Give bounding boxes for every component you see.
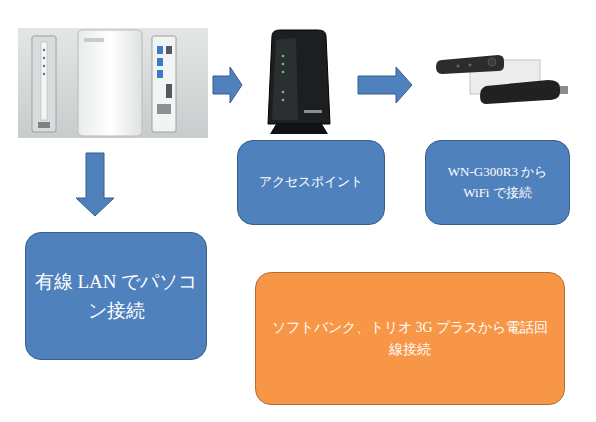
- note-box: ソフトバンク、トリオ 3G プラスから電話回 線接続: [255, 272, 565, 405]
- label-box: WN-G300R3 から WiFi で接続: [425, 140, 570, 225]
- router-photo: [268, 30, 330, 134]
- label-box: アクセスポイント: [237, 140, 385, 225]
- box-text: WN-G300R3 から WiFi で接続: [439, 162, 557, 202]
- box-text: ソフトバンク、トリオ 3G プラスから電話回 線接続: [264, 317, 556, 360]
- block-arrow: [213, 67, 242, 103]
- block-arrow: [358, 67, 412, 103]
- box-text: アクセスポイント: [259, 172, 363, 192]
- box-text: 有線 LAN でパソコ ン接続: [29, 267, 203, 326]
- label-box: 有線 LAN でパソコ ン接続: [25, 232, 207, 360]
- media-stick-photo: [436, 55, 568, 104]
- block-arrow: [76, 153, 114, 216]
- modem-photo: [18, 28, 208, 138]
